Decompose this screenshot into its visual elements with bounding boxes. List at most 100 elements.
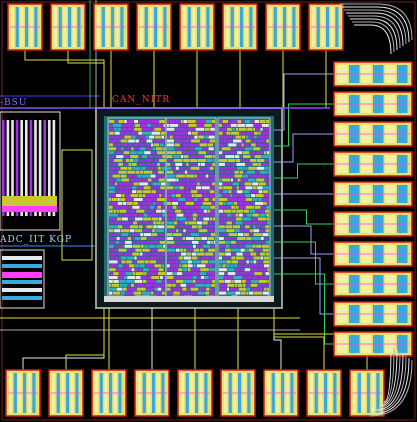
corner-wire — [340, 3, 413, 41]
core-cell — [116, 155, 124, 159]
core-cell — [242, 155, 251, 159]
core-cell — [207, 229, 215, 233]
core-cell — [262, 291, 269, 295]
corner-wire — [371, 357, 410, 415]
core-cell — [146, 166, 155, 170]
core-cell — [141, 178, 148, 182]
core-cell — [241, 143, 244, 147]
core-cell — [132, 186, 137, 190]
core-cell — [198, 131, 205, 135]
core-cell — [156, 174, 162, 178]
core-cell — [132, 252, 140, 256]
core-cell — [124, 135, 132, 139]
core-cell — [266, 217, 269, 221]
core-cell — [191, 256, 198, 260]
core-cell — [176, 178, 179, 182]
core-cell — [109, 283, 112, 287]
core-cell — [204, 135, 208, 139]
core-cell — [211, 283, 215, 287]
core-cell — [219, 139, 223, 143]
core-cell — [182, 237, 186, 240]
core-cell — [255, 127, 260, 131]
core-cell — [137, 221, 143, 225]
core-cell — [204, 198, 209, 201]
core-cell — [136, 186, 144, 190]
core-cell — [151, 151, 157, 155]
core-cell — [175, 194, 181, 198]
core-cell — [242, 131, 246, 135]
core-cell — [197, 170, 204, 174]
core-cell — [221, 147, 231, 151]
core-cell — [239, 186, 245, 190]
core-cell — [264, 287, 267, 291]
core-cell — [247, 178, 256, 182]
core-cell — [173, 272, 177, 276]
core-cell — [262, 272, 265, 276]
bottom-pad — [220, 369, 256, 417]
core-cell — [129, 225, 139, 229]
core-cell — [120, 135, 124, 139]
core-cell — [236, 240, 246, 244]
core-cell — [212, 159, 215, 162]
bsu-block-label: -BSU — [0, 98, 28, 108]
core-cell — [199, 248, 204, 252]
core-cell — [177, 170, 185, 174]
core-cell — [111, 198, 117, 201]
core-cell — [167, 240, 175, 244]
core-cell — [231, 279, 234, 283]
core-cell — [197, 159, 206, 162]
core-cell — [187, 131, 192, 135]
core-cell — [267, 268, 269, 272]
core-cell — [154, 240, 160, 244]
corner-wire — [377, 351, 401, 409]
core-cell — [183, 139, 191, 143]
core-cell — [242, 264, 249, 268]
core-cell — [240, 248, 245, 252]
core-cell — [226, 205, 231, 209]
core-cell — [157, 205, 162, 209]
core-cell — [175, 162, 183, 166]
core-cell — [262, 190, 269, 194]
core-cell — [186, 194, 192, 198]
core-cell — [192, 244, 196, 248]
core-cell — [227, 283, 235, 287]
core-cell — [219, 198, 228, 201]
core-cell — [189, 155, 197, 159]
core-cell — [122, 201, 127, 205]
core-cell — [174, 268, 178, 272]
core-cell — [146, 287, 155, 291]
core-cell — [237, 233, 244, 237]
core-cell — [265, 209, 269, 213]
core-cell — [230, 178, 233, 182]
core-cell — [234, 268, 241, 272]
core-cell — [109, 237, 117, 240]
core-cell — [151, 217, 159, 221]
core-cell — [197, 190, 207, 194]
core-cell — [257, 217, 266, 221]
core-cell — [170, 162, 175, 166]
core-cell — [126, 201, 133, 205]
core-cell — [121, 178, 130, 182]
core-cell — [109, 201, 118, 205]
core-cell — [211, 213, 215, 217]
core-cell — [181, 252, 187, 256]
core-cell — [200, 182, 208, 186]
core-cell — [196, 155, 204, 159]
core-cell — [152, 252, 160, 256]
top-pad — [7, 3, 43, 51]
core-cell — [178, 178, 183, 182]
core-cell — [178, 123, 182, 127]
core-cell — [226, 217, 236, 221]
core-cell — [167, 233, 173, 237]
core-cell — [258, 264, 264, 268]
core-cell — [236, 209, 244, 213]
core-cell — [202, 244, 211, 248]
core-cell — [250, 283, 258, 287]
core-cell — [236, 166, 245, 170]
core-cell — [167, 198, 172, 201]
corner-wire — [369, 359, 413, 417]
core-cell — [193, 264, 197, 268]
core-cell — [194, 198, 198, 201]
core-cell — [109, 209, 113, 213]
core-cell — [219, 213, 227, 217]
